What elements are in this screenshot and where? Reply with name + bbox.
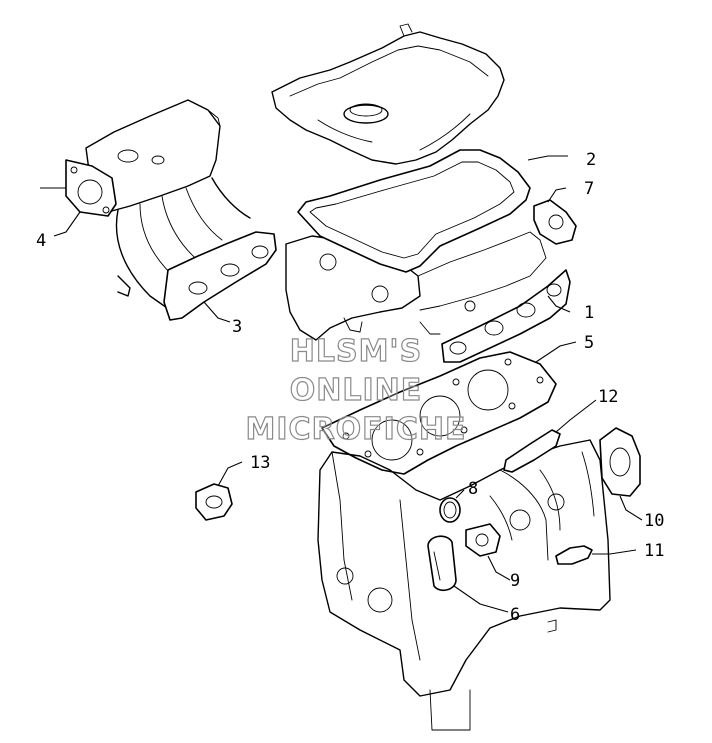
gasket-12 [503,429,561,473]
callout-8: 8 [468,479,478,499]
gasket-7 [533,199,577,245]
watermark-line-2: ONLINE [290,373,423,408]
callout-4: 4 [36,231,46,251]
callout-13: 13 [250,453,270,473]
gasket-3 [163,231,277,321]
valve-cover [271,23,505,165]
leader-lines [40,155,643,613]
gasket-1 [441,269,571,363]
callout-5: 5 [584,333,594,353]
gasket-10 [599,427,641,497]
callout-10: 10 [644,511,664,531]
callout-1: 1 [584,303,594,323]
watermark-line-1: HLSM'S [290,334,422,369]
engine-block [317,439,611,731]
callout-11: 11 [644,541,664,561]
gasket-11 [555,545,593,565]
gasket-2 [297,149,531,273]
callout-12: 12 [598,387,618,407]
callout-labels: 2 7 4 3 1 5 12 8 13 10 11 9 6 [36,150,664,625]
gasket-4 [65,159,117,217]
gasket-5 [321,351,557,475]
callout-9: 9 [510,571,520,591]
gasket-6 [427,535,457,592]
oring-8 [439,497,461,523]
callout-6: 6 [510,605,520,625]
gasket-13 [195,483,233,521]
callout-3: 3 [232,317,242,337]
watermark-line-3: MICROFICHE [246,412,467,447]
gasket-9 [465,523,501,557]
watermark: HLSM'S ONLINE MICROFICHE [245,333,467,447]
callout-7: 7 [584,179,594,199]
callout-2: 2 [586,150,596,170]
